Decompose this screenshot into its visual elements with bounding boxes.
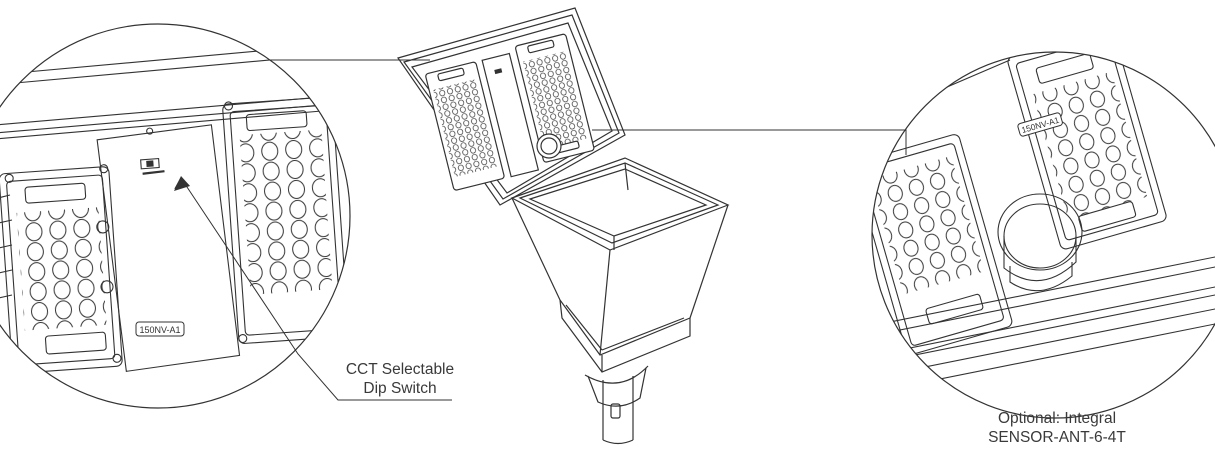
dip-switch-callout-line2: Dip Switch	[363, 380, 437, 397]
left-detail-magnifier: 150NV-A1	[0, 23, 351, 409]
dip-switch-leader	[174, 176, 452, 401]
dip-switch-callout-line1: CCT Selectable	[345, 361, 455, 378]
luminaire-fixture	[397, 7, 730, 445]
right-detail-connector	[592, 129, 907, 155]
sensor-callout-line2: SENSOR-ANT-6-4T	[988, 429, 1126, 446]
sensor-callout: Optional: Integral SENSOR-ANT-6-4T	[962, 409, 1152, 447]
sensor-callout-line1: Optional: Integral	[997, 410, 1117, 427]
left-plate-label: 150NV-A1	[139, 325, 180, 335]
right-detail-magnifier: 150NV-A1	[871, 51, 1215, 419]
dip-switch-callout: CCT Selectable Dip Switch	[300, 360, 500, 398]
